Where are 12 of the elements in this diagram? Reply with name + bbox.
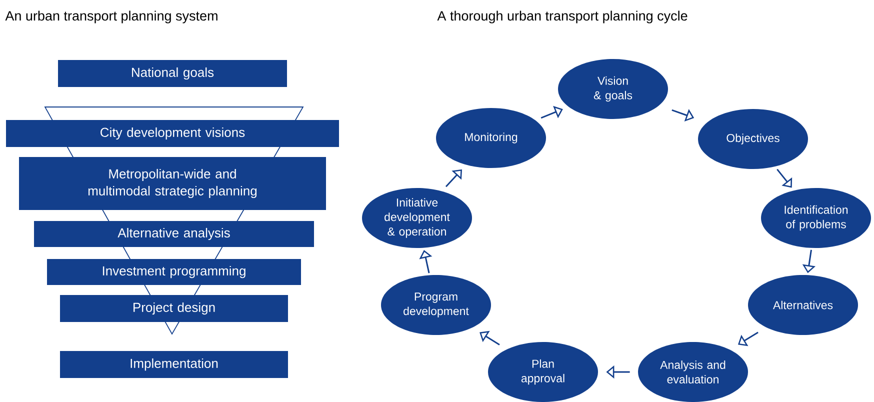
arrow <box>776 168 792 188</box>
arrow <box>445 169 462 188</box>
arrow <box>540 106 563 119</box>
process-box: Investment programming <box>47 259 301 285</box>
process-box: Alternative analysis <box>34 221 314 247</box>
process-box: Project design <box>60 295 288 322</box>
process-box: Implementation <box>60 351 288 378</box>
panel-heading: A thorough urban transport planning cycle <box>437 10 688 24</box>
process-box: Metropolitan-wide and multimodal strategic planning <box>19 157 326 210</box>
process-box: National goals <box>58 60 287 87</box>
process-box: City development visions <box>6 120 339 147</box>
panel-heading: An urban transport planning system <box>5 10 218 24</box>
